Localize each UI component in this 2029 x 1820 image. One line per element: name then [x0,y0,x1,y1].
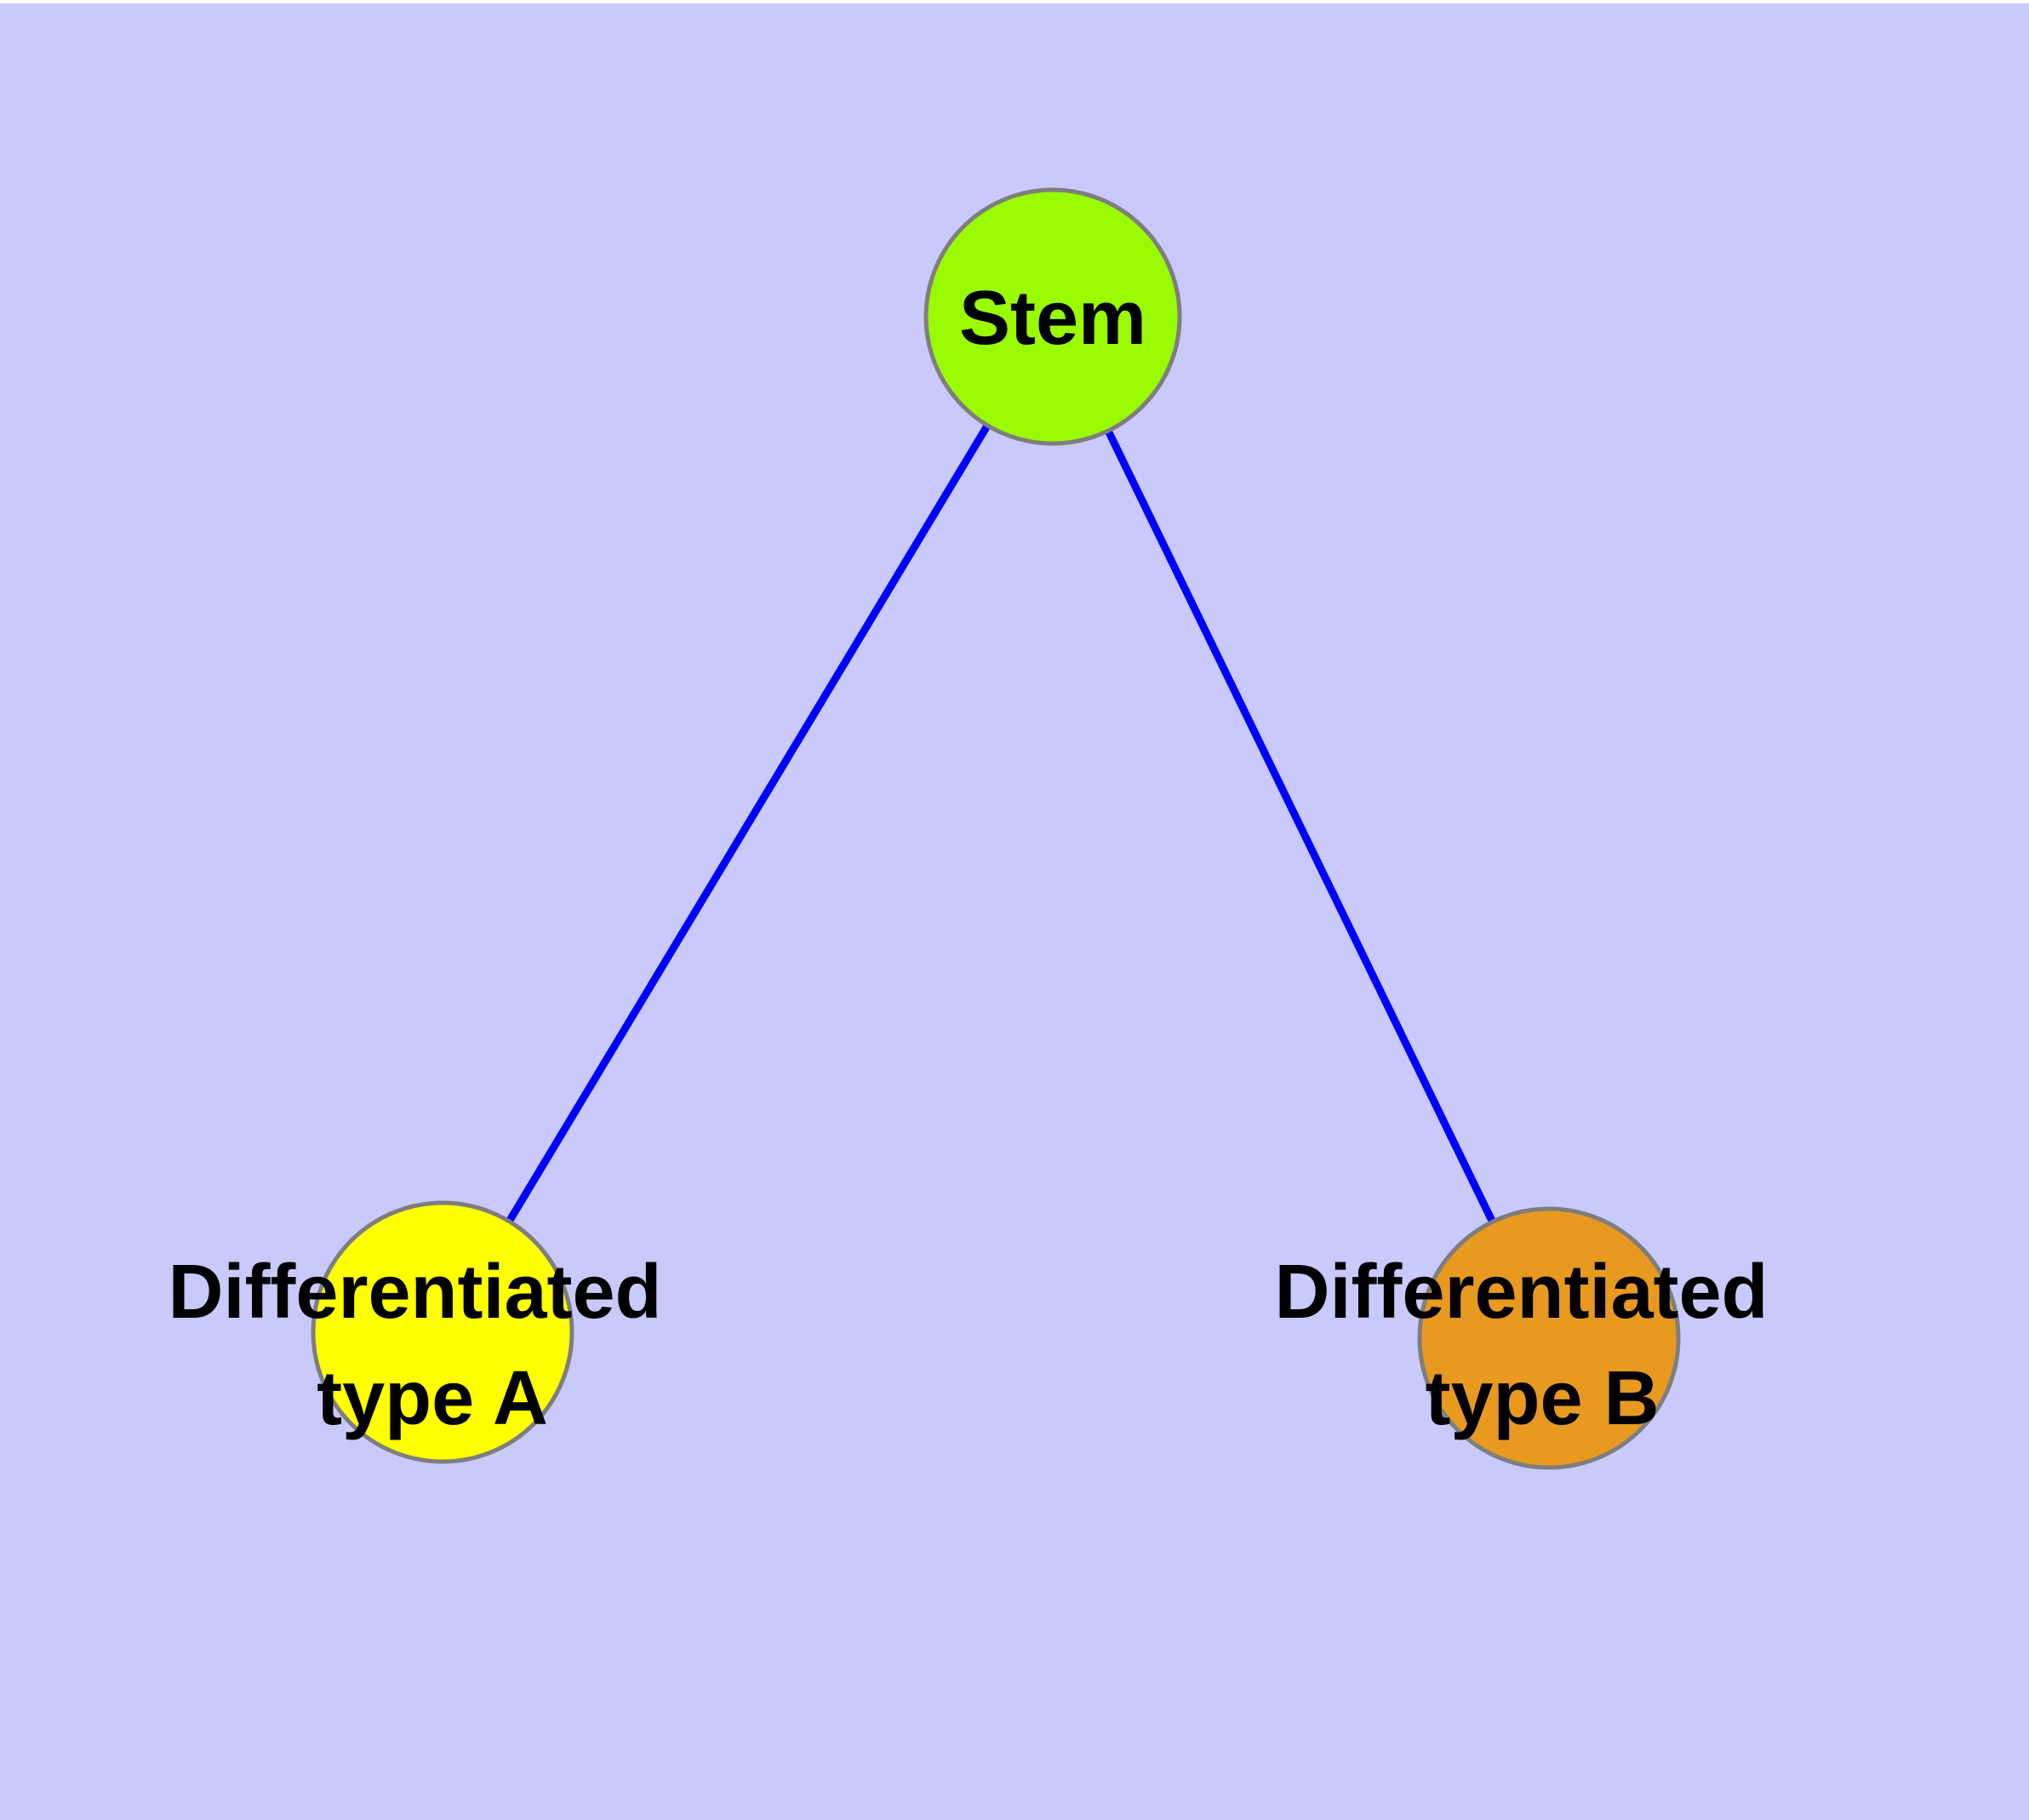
edge-stem-to-type-a [438,312,1057,1336]
node-differentiated-type-b-label-line2: type B [1425,1356,1659,1441]
node-differentiated-type-b-label: Differentiated type B [1274,1250,1789,1441]
edge-stem-to-type-b [1049,312,1553,1342]
node-differentiated-type-b-label-line1: Differentiated [1274,1250,1768,1335]
node-differentiated-type-a [311,1200,574,1464]
node-differentiated-type-a-label-line1: Differentiated [168,1250,661,1335]
node-stem [923,187,1182,446]
node-differentiated-type-b [1417,1206,1681,1470]
node-differentiated-type-a-label-line2: type A [317,1356,548,1441]
node-stem-label: Stem [959,276,1146,361]
node-differentiated-type-a-label: Differentiated type A [168,1250,683,1441]
